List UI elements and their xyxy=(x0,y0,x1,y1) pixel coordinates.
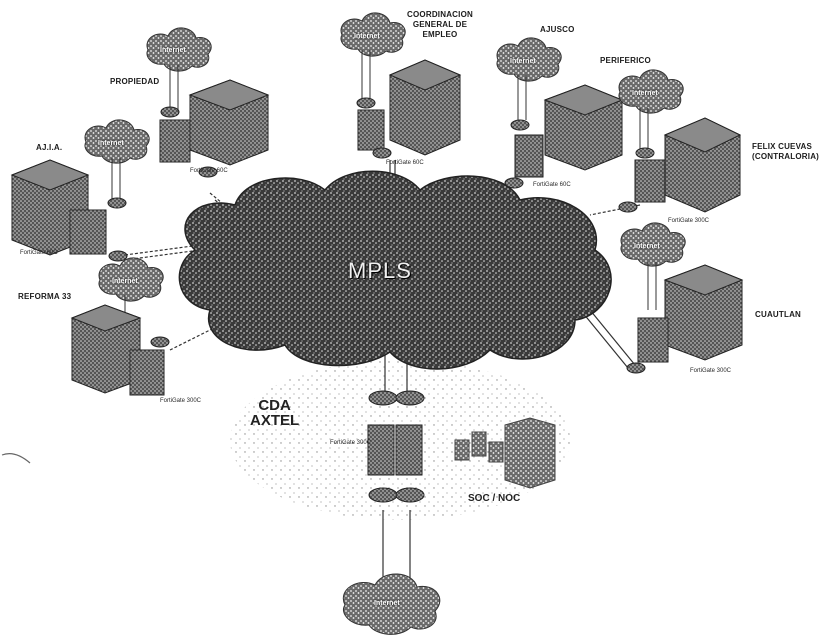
site-propiedad xyxy=(146,27,270,178)
site-label-coordinacion: COORDINACION GENERAL DE EMPLEO xyxy=(407,10,473,39)
internet-label-ajusco: Internet xyxy=(510,58,536,65)
fw-label-coordinacion: FortiGate 60C xyxy=(386,160,424,166)
fw-label-reforma: FortiGate 300C xyxy=(160,398,202,404)
internet-label-periferico: Internet xyxy=(632,90,658,97)
site-cuautla xyxy=(620,222,744,374)
site-reforma xyxy=(70,257,170,396)
core-label: MPLS xyxy=(348,258,412,283)
internet-label-cuautla: Internet xyxy=(634,243,660,250)
fw-label-cuautla: FortiGate 300C xyxy=(690,368,732,374)
datacenter-core xyxy=(367,390,556,503)
site-periferico xyxy=(618,69,684,150)
internet-label-ajia: Internet xyxy=(98,140,124,147)
scribble-mark xyxy=(1,453,31,464)
soc-noc-label: SOC / NOC xyxy=(468,493,521,504)
site-label-ajia: AJ.I.A. xyxy=(36,143,63,152)
internet-cloud-bottom xyxy=(342,573,441,635)
internet-label-reforma: Internet xyxy=(112,278,138,285)
datacenter-line2: AXTEL xyxy=(250,412,300,429)
site-label-reforma: REFORMA 33 xyxy=(18,292,72,301)
fw-label-ajia: FortiGate 60C xyxy=(20,250,58,256)
site-label-ajusco: AJUSCO xyxy=(540,25,575,34)
site-label-periferico: PERIFERICO xyxy=(600,56,651,65)
site-label-propiedad: PROPIEDAD xyxy=(110,77,160,86)
fw-label-felix: FortiGate 300C xyxy=(668,218,710,224)
internet-label-bottom: Internet xyxy=(374,600,400,607)
datacenter-label: CDA AXTEL xyxy=(250,398,299,428)
site-ajia xyxy=(10,119,150,262)
fw-label-ajusco: FortiGate 60C xyxy=(533,182,571,188)
internet-label-coordinacion: Internet xyxy=(354,33,380,40)
site-felix xyxy=(618,117,742,213)
site-ajusco xyxy=(496,37,624,189)
datacenter-fw-label: FortiGate 300C xyxy=(330,440,372,446)
fw-label-propiedad: FortiGate 60C xyxy=(190,168,228,174)
datacenter-line1: CDA xyxy=(258,397,291,414)
site-label-cuautla: CUAUTLAN xyxy=(755,310,802,319)
mpls-cloud xyxy=(178,170,612,370)
site-label-felix: FELIX CUEVAS (CONTRALORIA) xyxy=(752,142,820,161)
site-coordinacion xyxy=(340,12,462,159)
internet-label-propiedad: Internet xyxy=(160,47,186,54)
